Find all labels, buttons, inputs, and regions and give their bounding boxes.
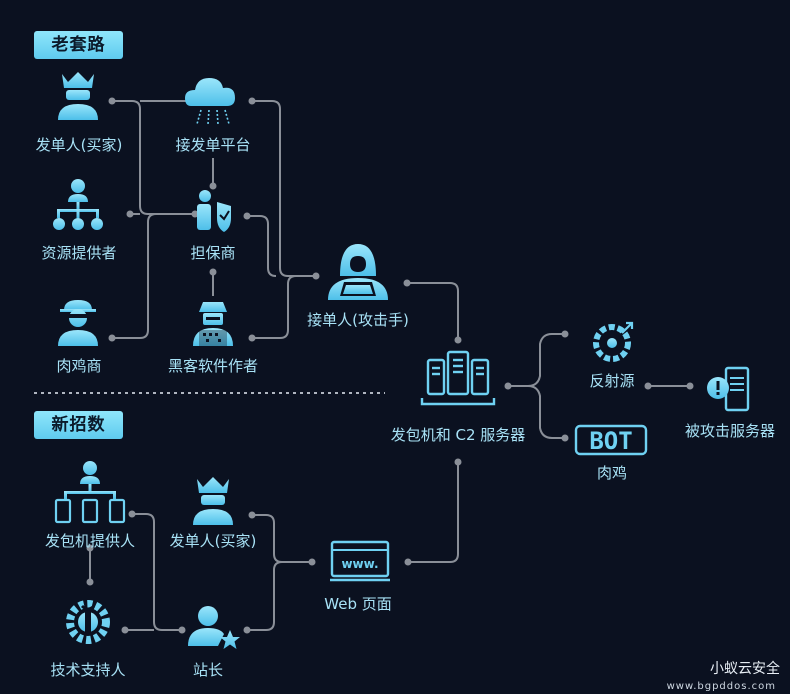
guarantor-shield-icon (197, 190, 231, 232)
org-tree-icon (53, 179, 103, 230)
bot-icon-text: BOT (589, 427, 632, 455)
label-buyer-old: 发单人(买家) (35, 136, 123, 154)
webmaster-star-icon (188, 606, 240, 649)
buyer-crown-icon-new (193, 477, 233, 525)
packet-provider-icon (54, 461, 126, 524)
section-badge-new: 新招数 (34, 411, 123, 439)
watermark-name: 小蚁云安全 (710, 661, 780, 677)
label-broiler-dealer: 肉鸡商 (56, 357, 102, 375)
label-webmaster: 站长 (192, 661, 224, 679)
connector-dots (86, 97, 694, 634)
connector-lines (89, 100, 690, 631)
web-page-icon (330, 540, 390, 582)
bot-icon (574, 424, 648, 456)
label-c2: 发包机和 C2 服务器 (390, 426, 526, 444)
label-platform: 接发单平台 (175, 136, 251, 154)
cloud-platform-icon (185, 78, 235, 125)
dealer-person-icon (58, 300, 98, 346)
label-bot: 肉鸡 (596, 464, 628, 482)
label-reflector: 反射源 (589, 372, 635, 390)
server-rack-icon (420, 350, 496, 406)
label-buyer-new: 发单人(买家) (169, 532, 257, 550)
label-web: Web 页面 (324, 595, 392, 613)
reflector-dial-icon (593, 321, 634, 362)
label-packet-provider: 发包机提供人 (44, 532, 136, 550)
section-badge-old: 老套路 (34, 31, 123, 59)
hacker-author-icon (193, 302, 233, 346)
buyer-crown-icon (58, 72, 98, 120)
label-resource: 资源提供者 (41, 244, 117, 262)
gear-wrench-icon (66, 600, 110, 644)
label-guarantor: 担保商 (190, 244, 236, 262)
label-attacker: 接单人(攻击手) (307, 311, 409, 329)
web-icon-text: www. (341, 557, 378, 571)
watermark-url: www.bgpddos.com (666, 681, 776, 692)
label-target: 被攻击服务器 (684, 422, 776, 440)
target-server-icon (707, 366, 750, 412)
label-support: 技术支持人 (50, 661, 126, 679)
attacker-hood-icon (328, 244, 388, 300)
label-hacker-author: 黑客软件作者 (167, 357, 259, 375)
